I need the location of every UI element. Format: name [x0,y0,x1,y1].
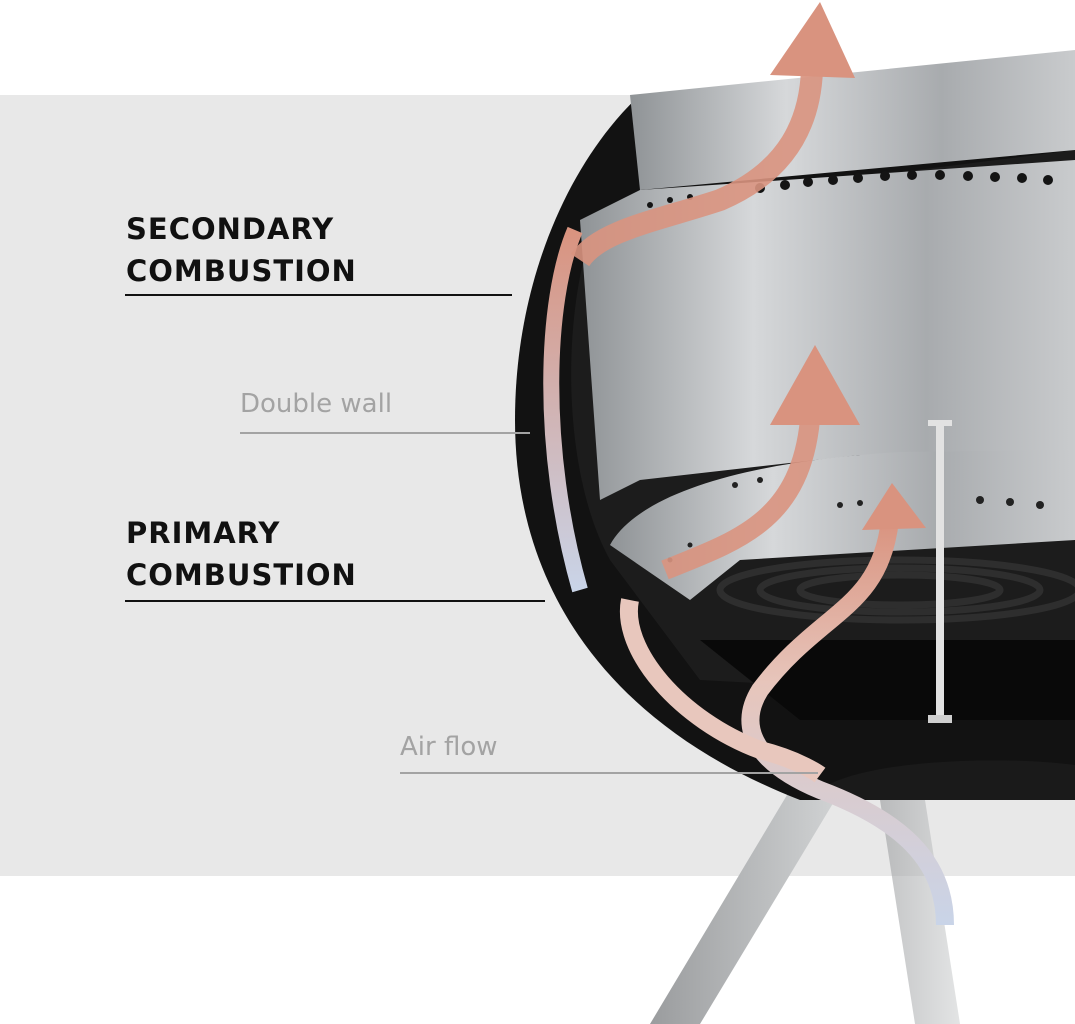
primary-heat-arrowhead [770,345,860,425]
double-wall-leader-line [240,432,530,434]
primary-combustion-leader-line [125,600,545,602]
primary-combustion-label: PRIMARY COMBUSTION [126,512,357,596]
grate [716,556,1075,624]
air-flow-label: Air flow [400,732,498,762]
center-rod [936,425,944,720]
secondary-combustion-line1: SECONDARY [126,212,335,246]
double-wall-airflow [543,226,588,593]
primary-ring [610,450,1075,600]
leg-right [880,800,960,1024]
air-flow-arrowhead [862,483,926,530]
double-wall-label: Double wall [240,389,393,419]
upper-rim [630,50,1075,190]
base-ring [820,760,1075,800]
secondary-combustion-line2: COMBUSTION [126,254,357,288]
inner-bowl [580,160,1075,500]
primary-combustion-line2: COMBUSTION [126,558,357,592]
secondary-heat-arrowhead [770,2,855,78]
secondary-heat-arrow [570,69,823,267]
secondary-combustion-leader-line [125,294,512,296]
primary-combustion-line1: PRIMARY [126,516,281,550]
air-flow-leader-line [400,772,818,774]
primary-heat-arrow [619,598,826,783]
secondary-combustion-label: SECONDARY COMBUSTION [126,208,357,292]
leg-left [650,790,835,1024]
